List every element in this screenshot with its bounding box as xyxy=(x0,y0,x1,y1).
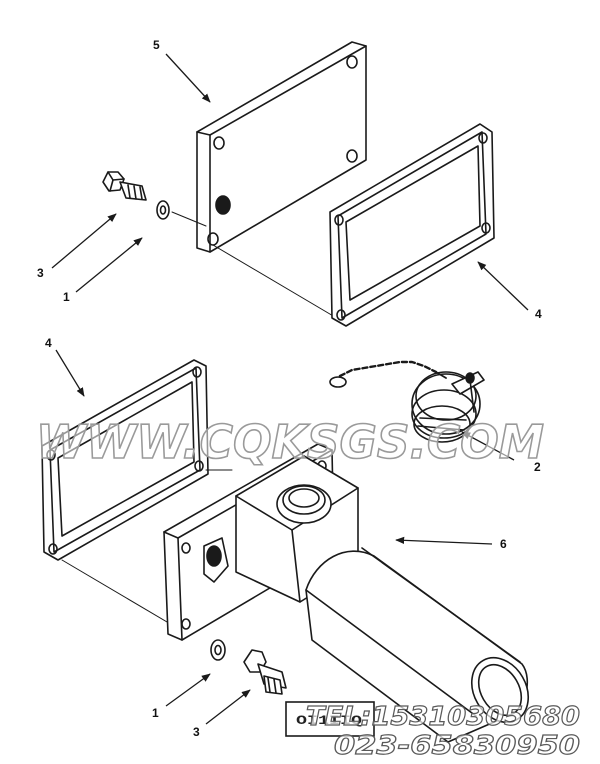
leader-1-bottom xyxy=(165,673,211,707)
washer-part-1-bottom xyxy=(210,639,226,661)
fill-housing-part-6 xyxy=(163,443,530,743)
leader-4-top xyxy=(477,261,529,311)
watermark-tel: TEL:15310305680 xyxy=(306,702,580,732)
leader-3-bottom xyxy=(205,689,251,725)
bolt-part-3-top xyxy=(102,171,147,201)
leader-3-top xyxy=(51,213,117,269)
reference-code-box: OI1IIQ xyxy=(285,701,375,737)
leader-6 xyxy=(395,536,493,545)
bolt-part-3-bottom xyxy=(243,649,287,695)
callout-2: 2 xyxy=(534,460,541,474)
projection-lines-top xyxy=(171,211,341,321)
callout-5: 5 xyxy=(153,38,160,52)
filler-cap-part-2 xyxy=(329,360,485,443)
leader-1-top xyxy=(75,237,143,293)
callout-4-top: 4 xyxy=(535,307,542,321)
callout-1-bottom: 1 xyxy=(152,706,159,720)
watermark-phone: 023-65830950 xyxy=(334,731,580,761)
callout-3-bottom: 3 xyxy=(193,725,200,739)
gasket-part-4-left xyxy=(41,359,209,561)
cover-plate-part-5 xyxy=(196,41,367,253)
watermark-url: WWW.CQKSGS.COM xyxy=(36,415,544,469)
leader-4-left xyxy=(55,349,85,397)
washer-part-1-top xyxy=(156,200,170,220)
callout-1-top: 1 xyxy=(63,290,70,304)
callout-4-left: 4 xyxy=(45,336,52,350)
callout-6: 6 xyxy=(500,537,507,551)
projection-lines-bottom xyxy=(61,469,233,633)
gasket-part-4-top xyxy=(329,123,495,327)
leader-2 xyxy=(461,431,515,461)
reference-code: OI1IIQ xyxy=(296,713,362,728)
callout-3-top: 3 xyxy=(37,266,44,280)
leader-5 xyxy=(165,53,211,103)
